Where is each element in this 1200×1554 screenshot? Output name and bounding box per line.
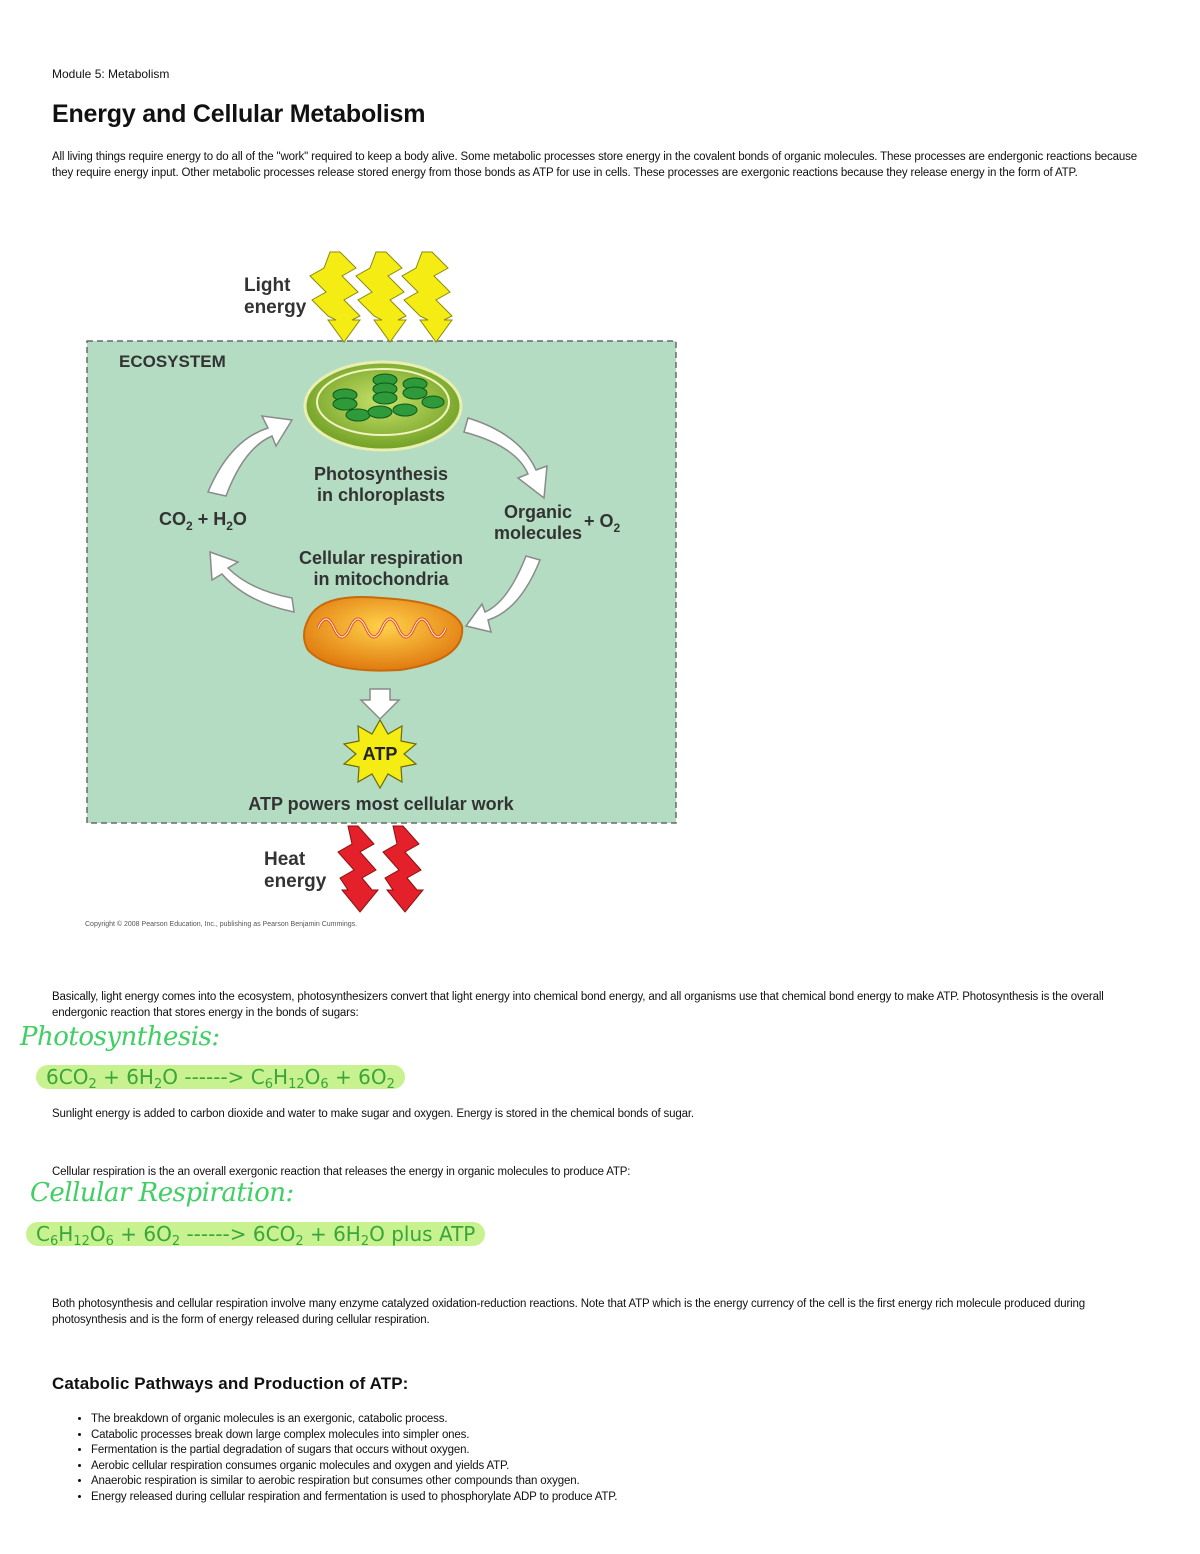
list-item: Fermentation is the partial degradation … <box>91 1443 617 1459</box>
o2-label: + O2 <box>584 511 621 535</box>
mitochondrion-image <box>303 595 464 672</box>
list-item: Energy released during cellular respirat… <box>91 1490 618 1506</box>
organic-label-line2: molecules <box>494 523 582 543</box>
atp-label: ATP <box>363 744 398 764</box>
respiration-equation: C6H12O6 + 6O2 ------> 6CO2 + 6H2O plus A… <box>26 1222 486 1248</box>
respiration-handwritten-note: Cellular Respiration: <box>30 1178 294 1208</box>
page-title: Energy and Cellular Metabolism <box>52 100 426 128</box>
arrow-to-chloroplast <box>206 415 294 497</box>
arrow-to-mitochondria <box>464 555 542 634</box>
chloroplast-image <box>303 360 463 452</box>
list-item: The breakdown of organic molecules is an… <box>91 1412 617 1428</box>
list-item: Anaerobic respiration is similar to aero… <box>91 1474 617 1490</box>
light-energy-bolts <box>309 251 453 343</box>
respiration-label-line2: in mitochondria <box>314 569 450 589</box>
ecosystem-energy-figure: Light energy ECOSYSTEM Photosynthesis in… <box>85 251 677 928</box>
arrow-to-co2 <box>209 550 295 613</box>
both-paragraph: Both photosynthesis and cellular respira… <box>52 1298 1086 1326</box>
cycle-arrows <box>206 415 548 634</box>
arrow-to-atp <box>359 688 401 721</box>
intro-paragraph: All living things require energy to do a… <box>52 151 1137 179</box>
basic-paragraph: Basically, light energy comes into the e… <box>52 991 1104 1019</box>
ecosystem-label: ECOSYSTEM <box>119 352 226 371</box>
arrow-to-organic <box>463 417 548 500</box>
photosynthesis-label-line2: in chloroplasts <box>317 485 445 505</box>
respiration-label-line1: Cellular respiration <box>299 548 463 568</box>
respiration-paragraph: Cellular respiration is the an overall e… <box>52 1166 631 1178</box>
light-energy-label-line2: energy <box>244 297 307 318</box>
organic-label-line1: Organic <box>504 502 572 522</box>
catabolic-bullet-list: The breakdown of organic molecules is an… <box>52 1412 618 1506</box>
copyright-text: Copyright © 2008 Pearson Education, Inc.… <box>85 920 357 928</box>
heat-energy-bolts <box>337 825 425 913</box>
atp-starburst <box>342 718 418 790</box>
module-label: Module 5: Metabolism <box>52 67 170 81</box>
heat-energy-label-line1: Heat <box>264 849 306 870</box>
sunlight-paragraph: Sunlight energy is added to carbon dioxi… <box>52 1108 694 1120</box>
atp-powers-label: ATP powers most cellular work <box>248 794 514 814</box>
list-item: Aerobic cellular respiration consumes or… <box>91 1459 617 1475</box>
list-item: Catabolic processes break down large com… <box>91 1428 617 1444</box>
heat-energy-label-line2: energy <box>264 871 327 892</box>
light-energy-label-line1: Light <box>244 275 291 296</box>
photosynthesis-equation: 6CO2 + 6H2O ------> C6H12O6 + 6O2 <box>36 1065 405 1091</box>
photosynthesis-handwritten-note: Photosynthesis: <box>20 1022 220 1052</box>
catabolic-heading: Catabolic Pathways and Production of ATP… <box>52 1374 409 1393</box>
co2-h2o-label: CO2 + H2O <box>159 509 247 533</box>
photosynthesis-label-line1: Photosynthesis <box>314 464 448 484</box>
